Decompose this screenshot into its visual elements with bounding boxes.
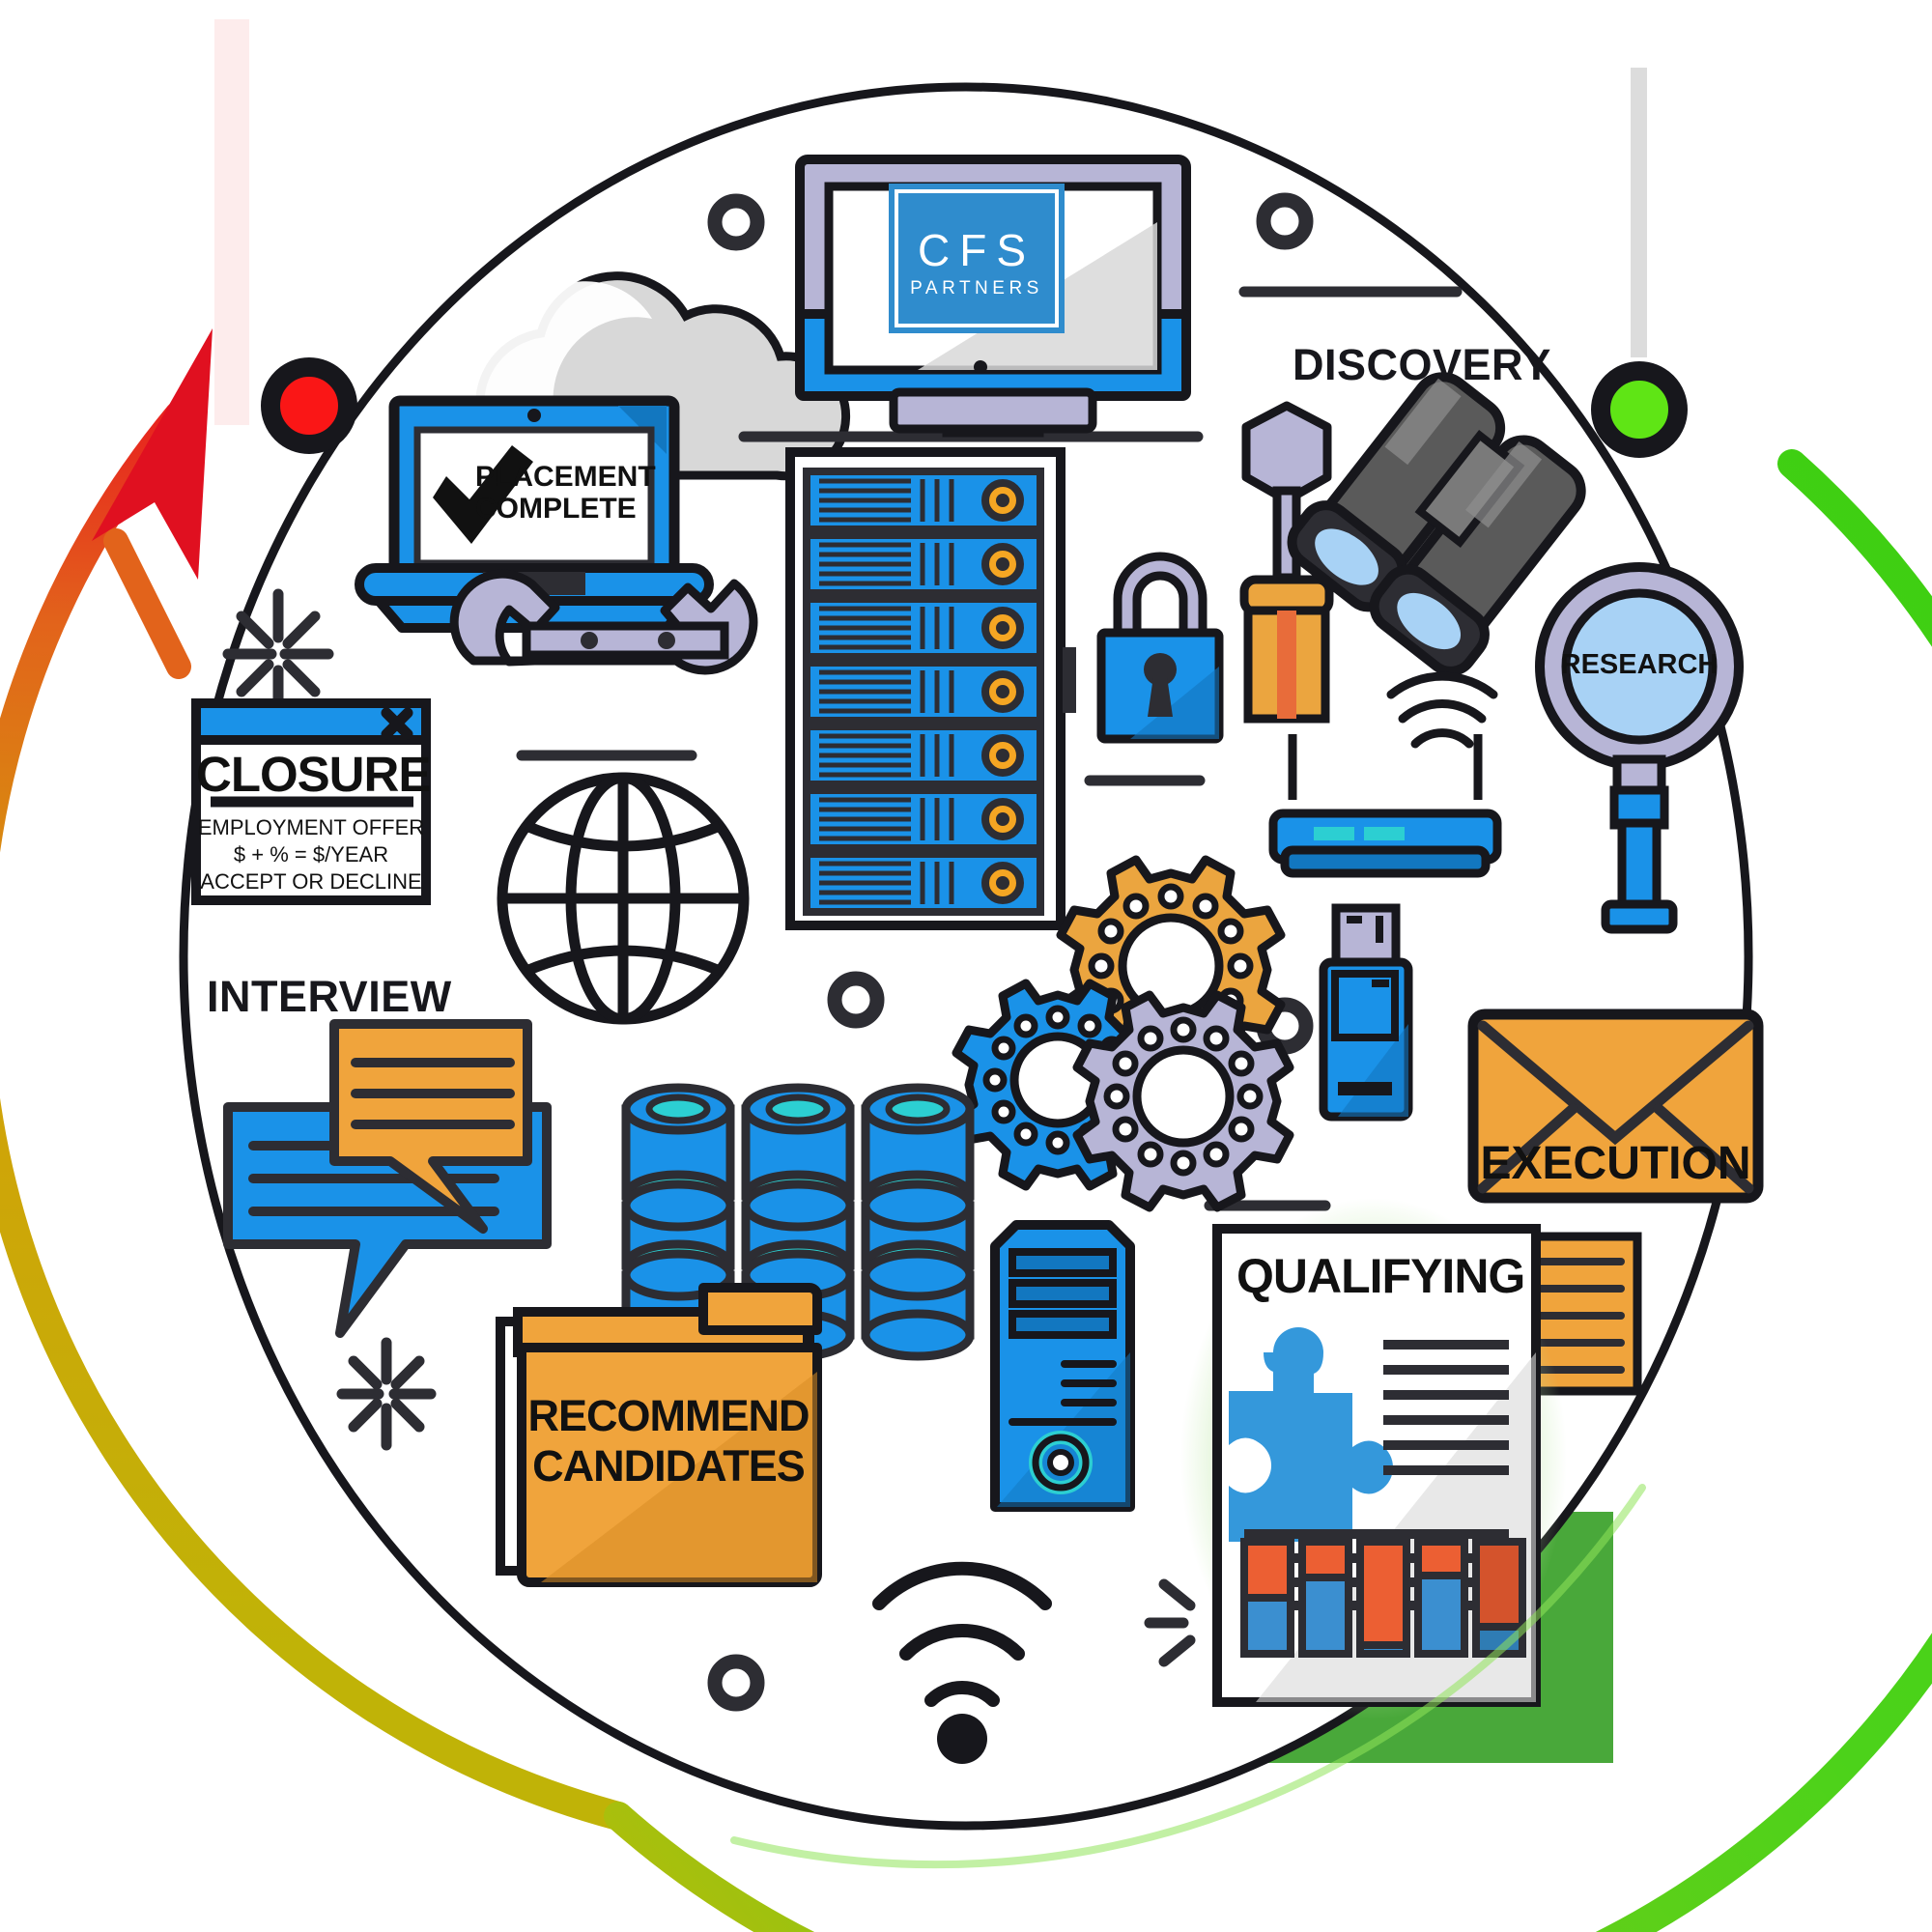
closure-line-3: ACCEPT OR DECLINE	[200, 869, 422, 894]
table-row	[1356, 1538, 1410, 1658]
server-rack-icon	[785, 447, 1076, 930]
execution-label: EXECUTION	[1480, 1138, 1751, 1189]
wifi-dot-icon	[937, 1714, 987, 1764]
wrench-icon	[449, 569, 758, 675]
recommend-line-2: CANDIDATES	[532, 1441, 806, 1491]
puzzle-piece-icon	[1229, 1327, 1394, 1542]
laptop-icon	[355, 395, 714, 633]
green-dot[interactable]	[1591, 361, 1688, 458]
closure-heading: CLOSURE	[196, 747, 431, 802]
closure-line-2: $ + % = $/YEAR	[233, 842, 389, 867]
globe-icon	[497, 772, 750, 1025]
table-row	[1240, 1538, 1294, 1658]
gear-purple-icon	[1072, 990, 1294, 1212]
binoculars-icon	[1287, 372, 1586, 676]
red-arrow-tail	[103, 528, 191, 679]
arc-highlight	[730, 1484, 1646, 1869]
logo-secondary-text: PARTNERS	[910, 278, 1043, 298]
qualifying-document[interactable]	[1180, 1198, 1567, 1719]
red-arrow	[92, 328, 213, 580]
router-icon	[1268, 671, 1502, 878]
screwdriver-icon	[1239, 401, 1334, 724]
progress-arc-cool	[604, 449, 1932, 1932]
cfs-partners-logo	[889, 184, 1065, 333]
document-text-lines-right	[1383, 1340, 1509, 1475]
recommend-line-1: RECOMMEND	[527, 1391, 810, 1440]
sparkle-icon	[336, 1337, 437, 1451]
progress-arc-warm	[0, 401, 633, 1831]
table-row	[1414, 1538, 1468, 1658]
placement-line-1: PLACEMENT	[475, 461, 656, 493]
usb-drive-icon	[1319, 903, 1413, 1122]
execution-envelope	[1467, 1009, 1764, 1204]
small-circle-icon	[707, 1654, 765, 1712]
red-arrow-ghost	[214, 19, 249, 425]
wifi-icon	[872, 1561, 1052, 1707]
speech-bubble-orange-icon	[329, 1019, 532, 1234]
research-magnifier-icon	[1535, 562, 1744, 934]
placement-line-2: COMPLETE	[475, 493, 637, 525]
padlock-icon	[1096, 552, 1224, 744]
database-stack-icon	[621, 1083, 975, 1361]
small-circle-icon	[707, 193, 765, 251]
red-dot[interactable]	[261, 357, 357, 454]
small-circle-icon	[1256, 192, 1314, 250]
table-row	[1298, 1538, 1352, 1658]
grey-stem-right	[1631, 68, 1647, 357]
logo-primary-text: CFS	[918, 225, 1036, 275]
research-label: RESEARCH	[1560, 649, 1719, 680]
small-circle-icon	[827, 971, 885, 1029]
qualifying-heading: QUALIFYING	[1236, 1249, 1525, 1303]
pc-tower-icon	[990, 1220, 1135, 1512]
stage-label-discovery: DISCOVERY	[1293, 340, 1551, 389]
stage-label-interview: INTERVIEW	[207, 972, 452, 1021]
recommend-candidates-folder	[496, 1283, 822, 1587]
closure-dialog[interactable]	[191, 698, 431, 905]
closure-line-1: EMPLOYMENT OFFER	[197, 815, 425, 839]
qualifying-bar-chart	[1240, 1538, 1526, 1658]
